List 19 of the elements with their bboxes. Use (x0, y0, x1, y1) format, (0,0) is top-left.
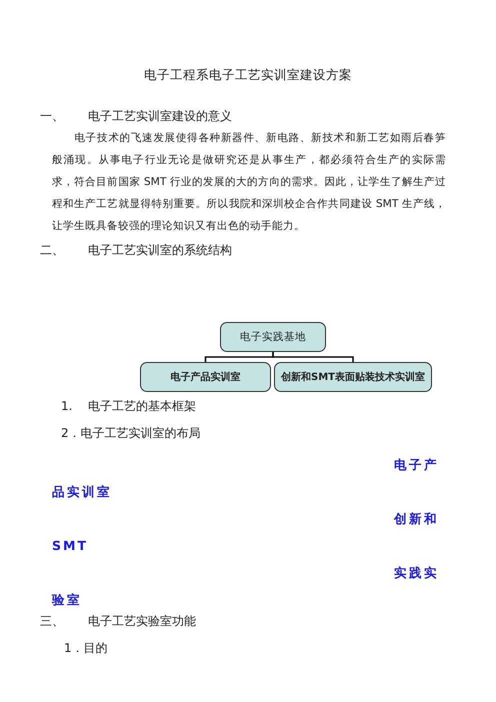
section-heading: 电子工艺实训室建设的意义 (88, 108, 232, 124)
wrapped-heading: 实践实验室 (52, 564, 440, 609)
section-number: 一、 (40, 108, 64, 124)
list-item: 电子工艺的基本框架 (88, 398, 196, 414)
section-number: 二、 (40, 242, 64, 258)
wrapped-heading: 创新和SMT (52, 510, 440, 555)
list-number: 1. (61, 398, 72, 414)
wrapped-heading: 电子产品实训室 (52, 456, 440, 501)
connector-line (272, 352, 354, 362)
list-item: 2．电子工艺实训室的布局 (61, 425, 201, 441)
section-heading: 电子工艺实训室的系统结构 (88, 242, 232, 258)
document-title: 电子工程系电子工艺实训室建设方案 (143, 67, 353, 83)
section-number: 三、 (40, 613, 64, 629)
section-heading: 电子工艺实验室功能 (88, 613, 196, 629)
child-box: 创新和SMT表面贴装技术实训室 (274, 362, 432, 392)
root-box: 电子实践基地 (220, 322, 326, 352)
child-box: 电子产品实训室 (140, 362, 271, 392)
body-paragraph: 电子技术的飞速发展使得各种新器件、新电路、新技术和新工艺如雨后春笋般涌现。从事电子行业无论是做研究还是从事生产，都必须符合生产的实际需求，符合目前国家 SMT 行业的发展的大的方向的需求。因此，让学生了解生产过程和生产工艺就显得特别重要。所以我院和深圳校企合作共同建设 SMT 生产线，让学生既具备较强的理论知识又有出色的动手能力。 (52, 130, 446, 234)
list-item: 1．目的 (64, 640, 108, 656)
